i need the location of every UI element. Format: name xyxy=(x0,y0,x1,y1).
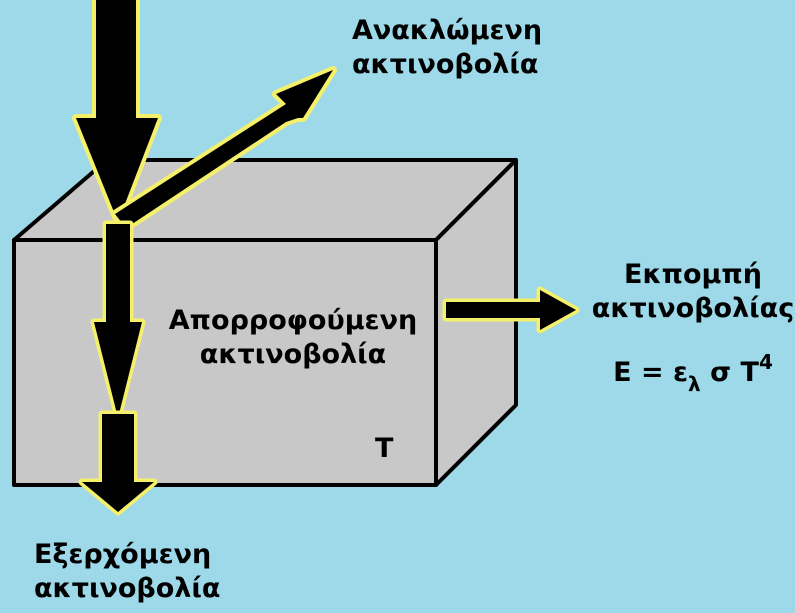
temperature-label: T xyxy=(375,433,394,464)
absorbed-label-line1: Απορροφούμενη xyxy=(168,305,418,336)
absorbed-radiation-label: Απορροφούμενη ακτινοβολία xyxy=(158,304,428,372)
reflected-label-line2: ακτινοβολία xyxy=(352,49,539,80)
emission-label-line2: ακτινοβολίας xyxy=(591,293,795,324)
transmitted-radiation-arrow xyxy=(78,410,158,516)
reflected-radiation-label: Ανακλώμενη ακτινοβολία xyxy=(352,14,542,82)
emission-radiation-label: Εκπομπή ακτινοβολίας xyxy=(588,258,795,326)
transmitted-radiation-label: Εξερχόμενη ακτινοβολία xyxy=(34,538,220,606)
emission-label-line1: Εκπομπή xyxy=(624,259,762,290)
transmitted-label-line1: Εξερχόμενη xyxy=(34,539,212,570)
formula-lhs: E = ε xyxy=(613,357,689,388)
absorbed-radiation-arrow xyxy=(90,220,146,422)
formula-mid: σ T xyxy=(700,357,759,388)
transmitted-label-line2: ακτινοβολία xyxy=(34,573,221,604)
box-top-face xyxy=(12,158,518,242)
emission-radiation-arrow xyxy=(442,286,580,334)
formula-superscript: 4 xyxy=(758,350,773,374)
reflected-radiation-arrow xyxy=(111,66,337,232)
stefan-boltzmann-formula: E = ελ σ T4 xyxy=(588,350,795,396)
formula-subscript: λ xyxy=(688,372,701,396)
reflected-label-line1: Ανακλώμενη xyxy=(352,15,543,46)
incident-radiation-arrow xyxy=(72,0,162,226)
absorbed-label-line2: ακτινοβολία xyxy=(199,339,387,370)
